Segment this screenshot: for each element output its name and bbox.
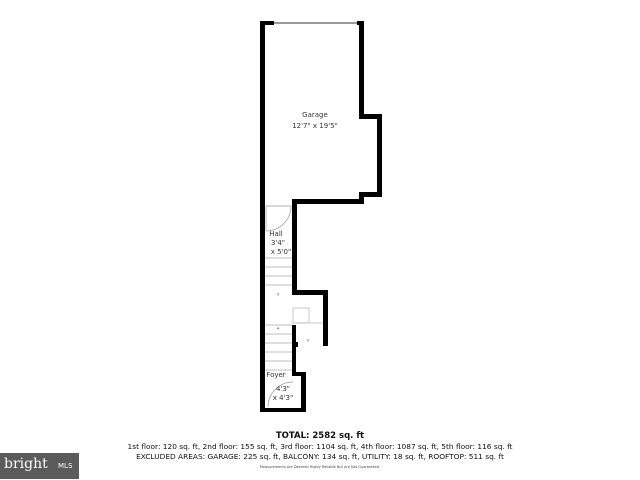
garage-wall-left [260,21,265,204]
hall-size-2: x 5'0" [271,248,291,256]
hall-wall-left [260,200,265,412]
stairs [265,257,292,371]
foyer-wall-bottom [260,408,306,412]
garage-wall-right-upper [359,21,364,119]
garage-size: 12'7" x 19'5" [292,122,338,130]
logo-suffix: MLS [58,462,73,470]
floor-plan: Garage 12'7" x 19'5" Hall 3'4" x 5'0" Fo… [260,21,382,412]
door-swings [265,205,294,408]
foyer-size-2: x 4'3" [273,394,293,402]
garage-wall-jog-top [359,114,382,119]
lower-wall-notch [294,342,298,347]
excluded-areas: EXCLUDED AREAS: GARAGE: 225 sq. ft, BALC… [136,452,504,461]
garage-wall-right-lower [359,192,364,204]
lower-wall-right [292,325,296,376]
logo-word: bright [4,456,48,472]
hall-label: Hall [269,230,282,238]
landing-wall-top [292,290,328,295]
garage-label: Garage [302,111,328,119]
garage-wall-top-left [260,21,274,25]
garage-wall-jog-right [377,114,382,197]
landing-wall-right [323,290,328,346]
foyer-wall-step [292,372,306,376]
floor-areas: 1st floor: 120 sq. ft, 2nd floor: 155 sq… [127,442,513,451]
walls [260,21,382,412]
landing-arrow: ▿ [307,338,310,344]
hall-wall-right [292,199,297,295]
stair-arrow-up: ▵ [277,325,280,331]
garage-wall-jog-bottom [359,192,382,197]
foyer-wall-right [301,372,306,412]
disclaimer: Measurements Are Deemed Highly Reliable … [259,465,381,469]
total-area: TOTAL: 2582 sq. ft [275,431,365,441]
foyer-size-1: 4'3" [276,385,290,393]
foyer-door-arc [267,381,294,408]
hall-size-1: 3'4" [271,239,285,247]
hall-door-arc [265,205,292,232]
landing-lines [292,307,323,324]
garage-wall-bottom [292,199,364,204]
foyer-label: Foyer [266,371,286,379]
stair-arrow-down: ▿ [277,292,280,298]
bright-mls-logo: bright MLS [0,453,79,479]
